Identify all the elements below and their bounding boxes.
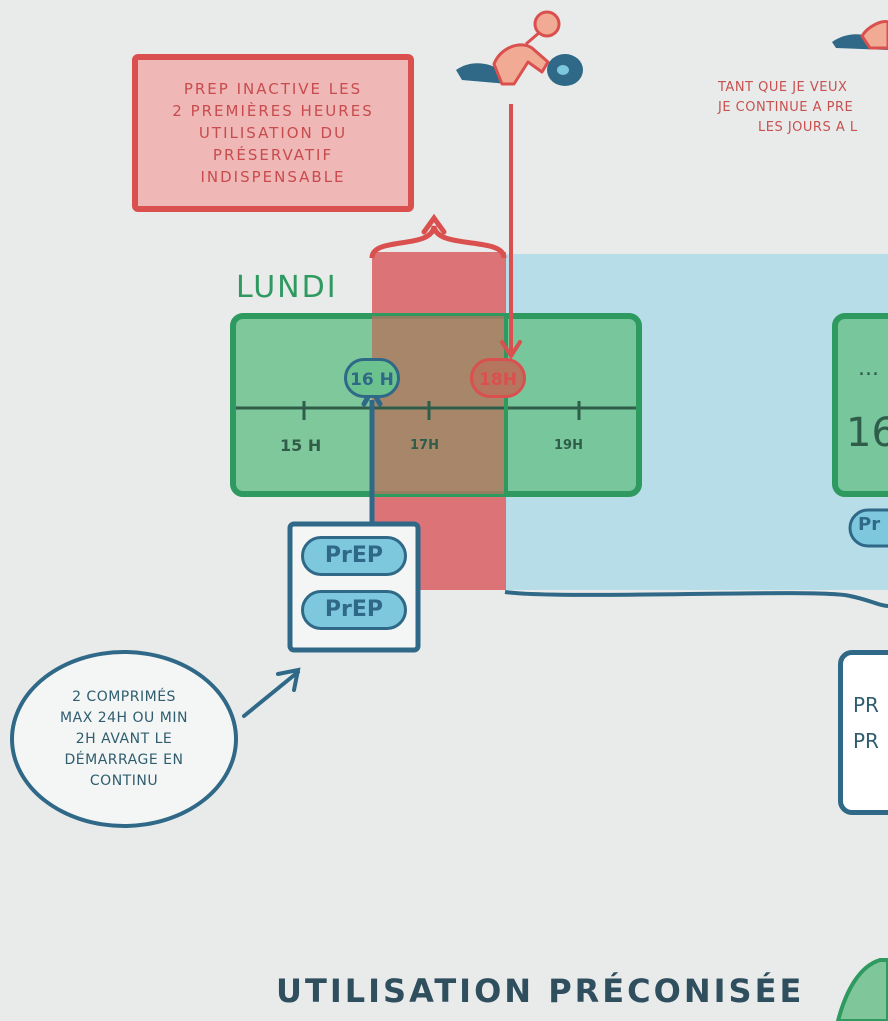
warning-line: 2 PREMIÈRES HEURES xyxy=(172,102,374,120)
couple-icon-right xyxy=(832,20,888,50)
footer-title: UTILISATION PRÉCONISÉE xyxy=(276,972,805,1010)
bracket-arrow-head xyxy=(421,213,447,235)
warning-line: UTILISATION DU xyxy=(198,124,348,142)
warning-line: PREP INACTIVE LES xyxy=(183,80,363,98)
prep-pill: PrEP xyxy=(301,590,407,630)
dosing-note: 2 COMPRIMÉS MAX 24H OU MIN 2H AVANT LE D… xyxy=(10,650,238,828)
right-pill xyxy=(848,508,888,548)
end-time-bubble: 18H xyxy=(470,358,526,398)
dosing-note-line: 2H AVANT LE xyxy=(75,730,173,747)
timeline-inactive-overlay xyxy=(372,316,506,494)
right-pill-label: Pr xyxy=(858,514,881,535)
right-dots: ... xyxy=(858,356,879,381)
prep-pill: PrEP xyxy=(301,536,407,576)
day-label: LUNDI xyxy=(236,270,338,305)
dosing-note-line: 2 COMPRIMÉS xyxy=(72,688,176,705)
right-box-line: PR xyxy=(853,693,879,717)
top-note-line: JE CONTINUE A PRE xyxy=(718,100,854,115)
dosing-note-line: MAX 24H OU MIN xyxy=(60,709,188,726)
right-box-line: PR xyxy=(853,729,879,753)
start-time-bubble: 16 H xyxy=(344,358,400,398)
note-arrow-head xyxy=(276,667,301,692)
hour-label: 19H xyxy=(554,438,583,453)
dosing-note-line: CONTINU xyxy=(89,772,159,789)
right-timeline-box xyxy=(832,313,888,497)
right-time-fragment: 16 xyxy=(846,410,888,456)
dosing-note-line: DÉMARRAGE EN xyxy=(64,751,184,768)
top-note: TANT QUE JE VEUX JE CONTINUE A PRE LES J… xyxy=(718,78,888,138)
right-info-box: PR PR xyxy=(838,650,888,815)
couple-icon xyxy=(456,10,583,86)
top-note-line: TANT QUE JE VEUX xyxy=(718,80,848,95)
arrow-18h-head xyxy=(500,340,522,360)
condom-icon xyxy=(835,958,888,1021)
blue-zone-bracket xyxy=(504,590,888,608)
warning-line: INDISPENSABLE xyxy=(200,168,346,186)
warning-line: PRÉSERVATIF xyxy=(212,146,334,164)
top-note-line: LES JOURS A L xyxy=(758,120,858,135)
hour-label: 15 H xyxy=(280,436,322,455)
note-arrow xyxy=(242,670,300,718)
warning-box: PREP INACTIVE LES 2 PREMIÈRES HEURES UTI… xyxy=(132,54,414,212)
bracket-arrow xyxy=(369,225,507,259)
hour-label: 17H xyxy=(410,438,439,453)
